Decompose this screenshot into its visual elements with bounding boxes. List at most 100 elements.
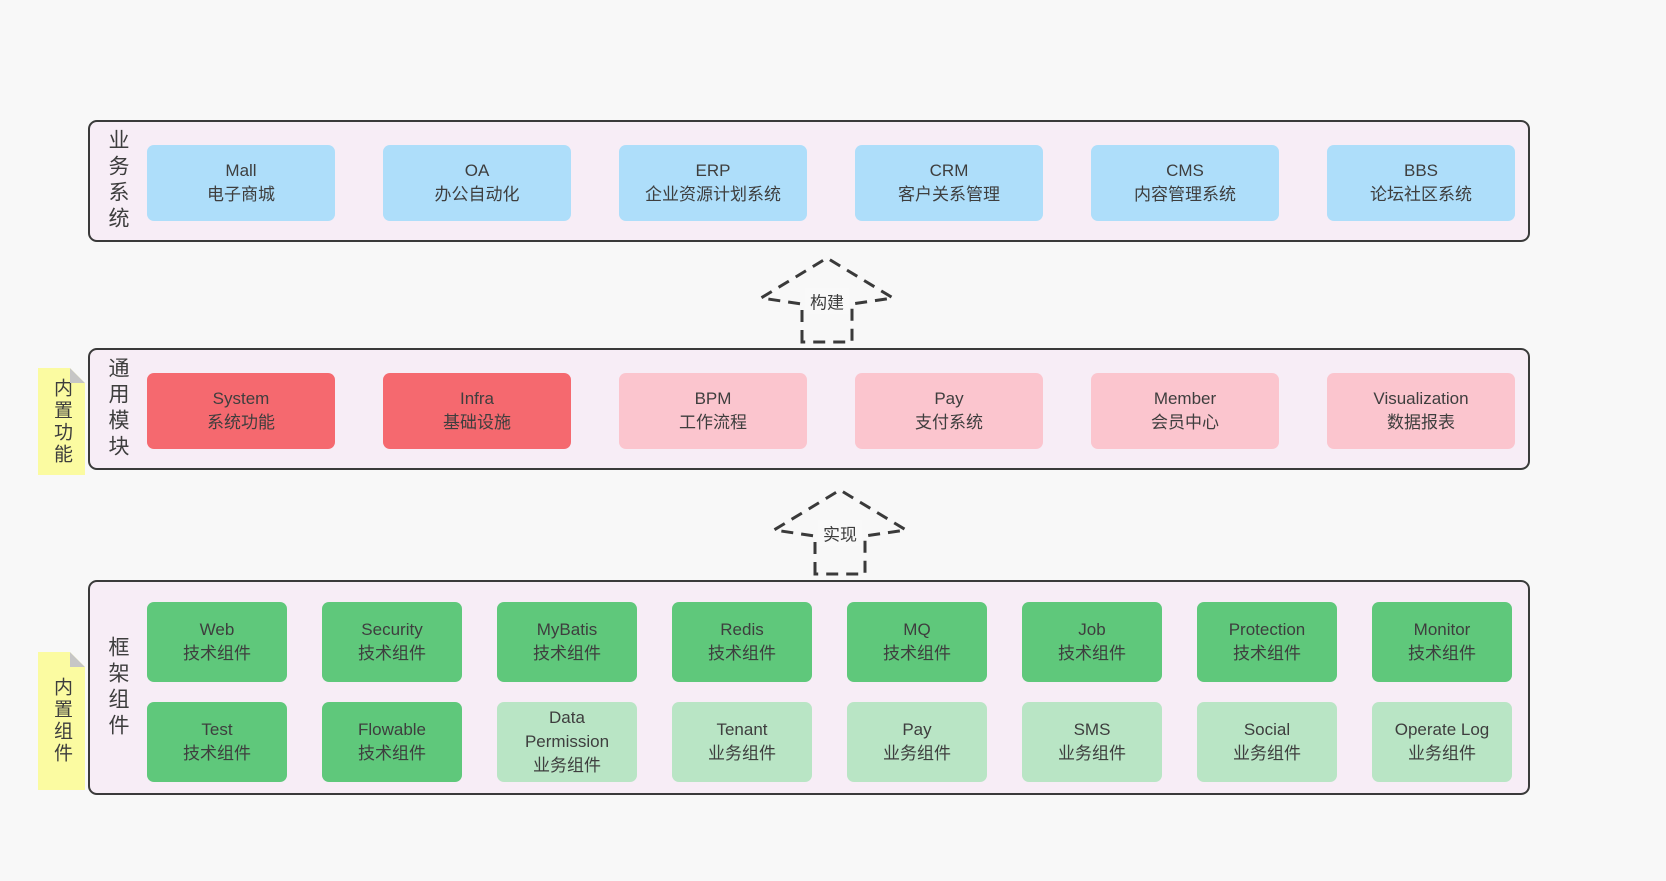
sticky-built-in-features: 内置功能: [38, 368, 85, 475]
box-security-desc: 技术组件: [358, 644, 426, 663]
box-mq-desc: 技术组件: [883, 644, 951, 663]
box-operate-log-desc: 业务组件: [1408, 744, 1476, 763]
box-visualization: Visualization 数据报表: [1327, 373, 1515, 449]
dashed-up-arrow-icon: [756, 256, 898, 344]
box-infra-desc: 基础设施: [443, 413, 511, 432]
box-data-permission-name: Data Permission: [524, 707, 610, 751]
box-tenant-desc: 业务组件: [708, 744, 776, 763]
box-redis-desc: 技术组件: [708, 644, 776, 663]
arrow-implement: 实现: [768, 486, 912, 576]
box-pay-module-desc: 支付系统: [915, 413, 983, 432]
framework-components-row-2: Test 技术组件 Flowable 技术组件 Data Permission …: [147, 702, 1512, 782]
box-sms: SMS 业务组件: [1022, 702, 1162, 782]
box-mall-desc: 电子商城: [207, 185, 275, 204]
box-mybatis-desc: 技术组件: [533, 644, 601, 663]
box-erp: ERP 企业资源计划系统: [619, 145, 807, 221]
box-social: Social 业务组件: [1197, 702, 1337, 782]
box-cms-name: CMS: [1166, 160, 1204, 180]
box-member-desc: 会员中心: [1151, 413, 1219, 432]
box-test-desc: 技术组件: [183, 744, 251, 763]
box-flowable-desc: 技术组件: [358, 744, 426, 763]
band-framework-components: 框架组件 Web 技术组件 Security 技术组件 MyBatis 技术组件…: [88, 580, 1530, 795]
box-data-permission-desc: 业务组件: [533, 756, 601, 776]
box-protection-name: Protection: [1228, 619, 1306, 639]
common-modules-row: System 系统功能 Infra 基础设施 BPM 工作流程 Pay 支付系统…: [147, 373, 1515, 449]
box-monitor-desc: 技术组件: [1408, 644, 1476, 663]
box-pay-component: Pay 业务组件: [847, 702, 987, 782]
box-oa: OA 办公自动化: [383, 145, 571, 221]
box-social-desc: 业务组件: [1233, 744, 1301, 763]
box-system: System 系统功能: [147, 373, 335, 449]
box-cms-desc: 内容管理系统: [1134, 185, 1236, 204]
box-social-name: Social: [1243, 719, 1291, 739]
box-pay-module-name: Pay: [934, 388, 964, 408]
box-web-desc: 技术组件: [183, 644, 251, 663]
box-web: Web 技术组件: [147, 602, 287, 682]
arrow-implement-label: 实现: [818, 519, 862, 547]
sticky-fold-corner-icon: [70, 368, 85, 383]
box-job-desc: 技术组件: [1058, 644, 1126, 663]
box-test: Test 技术组件: [147, 702, 287, 782]
business-systems-row: Mall 电子商城 OA 办公自动化 ERP 企业资源计划系统 CRM 客户关系…: [147, 145, 1515, 221]
box-system-name: System: [212, 388, 270, 408]
box-crm: CRM 客户关系管理: [855, 145, 1043, 221]
box-visualization-desc: 数据报表: [1387, 413, 1455, 432]
box-cms: CMS 内容管理系统: [1091, 145, 1279, 221]
box-pay-component-name: Pay: [902, 719, 932, 739]
box-mybatis-name: MyBatis: [536, 619, 598, 639]
box-bbs-desc: 论坛社区系统: [1370, 185, 1472, 204]
box-security: Security 技术组件: [322, 602, 462, 682]
arrow-build-label: 构建: [805, 287, 849, 315]
box-test-name: Test: [201, 719, 233, 739]
arrow-build: 构建: [755, 254, 899, 344]
band-business-systems: 业务系统 Mall 电子商城 OA 办公自动化 ERP 企业资源计划系统 CRM…: [88, 120, 1530, 242]
box-visualization-name: Visualization: [1373, 388, 1469, 408]
box-web-name: Web: [199, 619, 235, 639]
sticky-fold-corner-icon: [70, 652, 85, 667]
box-security-name: Security: [361, 619, 423, 639]
box-oa-desc: 办公自动化: [434, 185, 520, 204]
box-redis-name: Redis: [720, 619, 764, 639]
sticky-built-in-components: 内置组件: [38, 652, 85, 790]
box-monitor: Monitor 技术组件: [1372, 602, 1512, 682]
box-tenant-name: Tenant: [716, 719, 768, 739]
box-infra-name: Infra: [459, 388, 495, 408]
box-bpm: BPM 工作流程: [619, 373, 807, 449]
box-bpm-name: BPM: [694, 388, 732, 408]
box-erp-desc: 企业资源计划系统: [645, 185, 781, 204]
box-pay-module: Pay 支付系统: [855, 373, 1043, 449]
box-bbs: BBS 论坛社区系统: [1327, 145, 1515, 221]
box-flowable-name: Flowable: [357, 719, 427, 739]
box-job: Job 技术组件: [1022, 602, 1162, 682]
box-mq-name: MQ: [903, 619, 931, 639]
box-protection: Protection 技术组件: [1197, 602, 1337, 682]
sticky-built-in-components-label: 内置组件: [51, 677, 72, 765]
sticky-built-in-features-label: 内置功能: [51, 377, 72, 466]
box-oa-name: OA: [464, 160, 490, 180]
band-common-modules-label: 通用模块: [106, 357, 129, 461]
band-common-modules: 通用模块 System 系统功能 Infra 基础设施 BPM 工作流程 Pay…: [88, 348, 1530, 470]
box-bbs-name: BBS: [1403, 160, 1439, 180]
box-sms-name: SMS: [1073, 719, 1111, 739]
box-flowable: Flowable 技术组件: [322, 702, 462, 782]
box-job-name: Job: [1078, 619, 1106, 639]
box-member: Member 会员中心: [1091, 373, 1279, 449]
box-member-name: Member: [1153, 388, 1217, 408]
box-bpm-desc: 工作流程: [679, 413, 747, 432]
box-data-permission: Data Permission 业务组件: [497, 702, 637, 782]
band-framework-components-label: 框架组件: [106, 635, 129, 740]
dashed-up-arrow-icon: [769, 488, 911, 576]
box-mall-name: Mall: [225, 160, 257, 180]
box-crm-name: CRM: [929, 160, 969, 180]
box-tenant: Tenant 业务组件: [672, 702, 812, 782]
box-redis: Redis 技术组件: [672, 602, 812, 682]
box-mq: MQ 技术组件: [847, 602, 987, 682]
box-operate-log: Operate Log 业务组件: [1372, 702, 1512, 782]
box-monitor-name: Monitor: [1413, 619, 1471, 639]
box-system-desc: 系统功能: [207, 413, 275, 432]
band-business-systems-label: 业务系统: [106, 129, 129, 233]
box-operate-log-name: Operate Log: [1394, 719, 1490, 739]
box-sms-desc: 业务组件: [1058, 744, 1126, 763]
box-mybatis: MyBatis 技术组件: [497, 602, 637, 682]
